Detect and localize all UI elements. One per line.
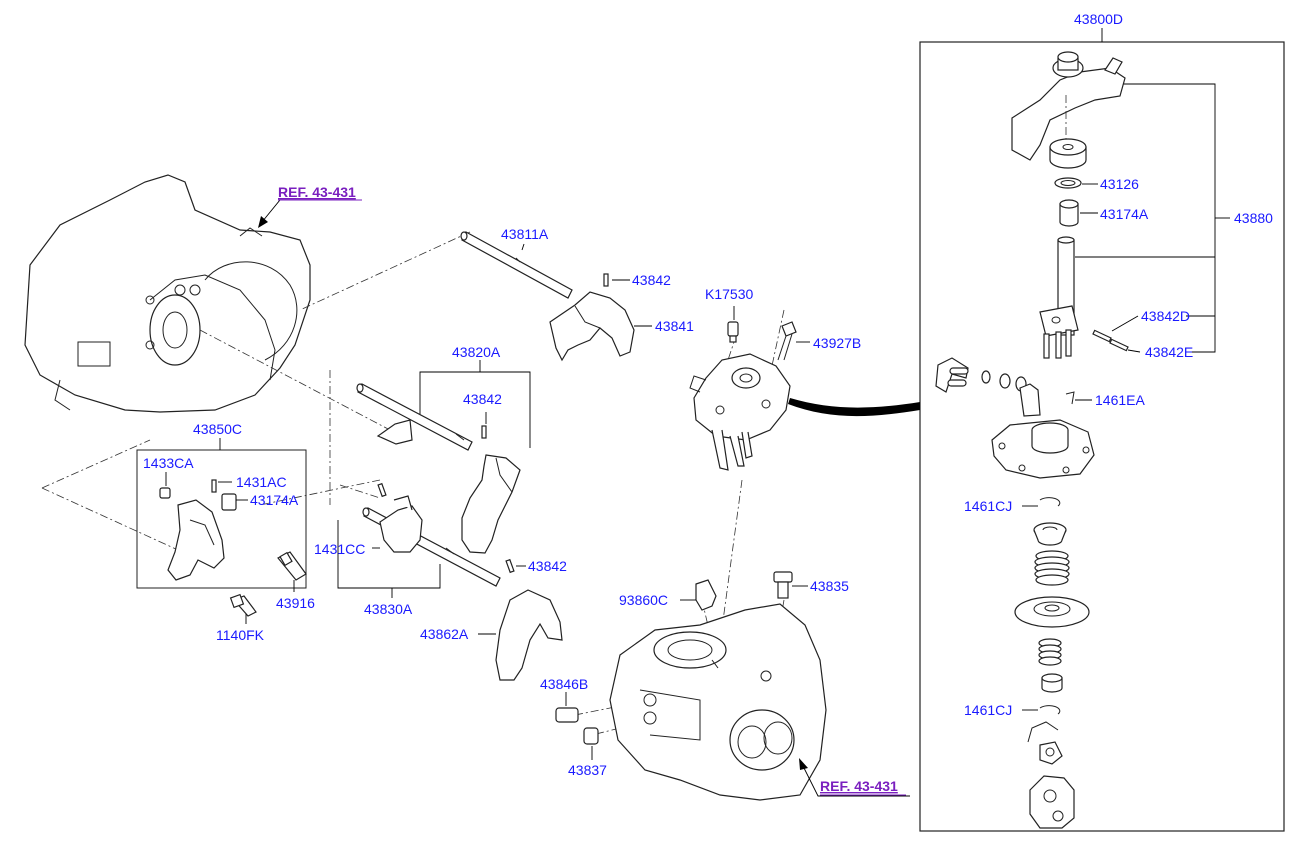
- label-43126: 43126: [1100, 176, 1139, 192]
- shift-lever-assembly: [1011, 51, 1126, 169]
- bushing-43174A-left: [221, 493, 237, 511]
- label-43916: 43916: [276, 595, 315, 611]
- label-43862A: 43862A: [420, 626, 469, 642]
- label-1433CA: 1433CA: [143, 455, 194, 471]
- ref-arrow-top: [258, 199, 355, 228]
- label-43835: 43835: [810, 578, 849, 594]
- shift-rail-43830A: [362, 482, 501, 587]
- plug-43835: [773, 571, 793, 599]
- bushing-1433CA: [159, 487, 171, 499]
- label-43800D: 43800D: [1074, 11, 1123, 27]
- bracket-43880: [1075, 83, 1230, 353]
- label-1431CC: 1431CC: [314, 541, 365, 557]
- bracket-small-left: [935, 357, 969, 393]
- label-43842-b: 43842: [463, 391, 502, 407]
- gear-selector-housing: [689, 353, 791, 471]
- label-43880: 43880: [1234, 210, 1273, 226]
- plug-43846B: [555, 707, 579, 723]
- shift-rail-43820A: [356, 383, 473, 451]
- label-43842D: 43842D: [1141, 308, 1190, 324]
- shift-fork-43862A: [495, 589, 563, 681]
- spring-seat-upper: [1033, 522, 1067, 546]
- bushing-43174A: [1059, 199, 1079, 227]
- connector-cable: [788, 398, 920, 417]
- label-43174A-left: 43174A: [250, 492, 299, 508]
- label-43842-a: 43842: [632, 272, 671, 288]
- spring-seat-lower: [1041, 673, 1063, 693]
- switch-93860C: [695, 579, 717, 611]
- label-1461CJ-lower: 1461CJ: [964, 702, 1012, 718]
- box-43850C: [136, 449, 307, 589]
- label-43850C: 43850C: [193, 421, 242, 437]
- ref-link-bottom[interactable]: REF. 43-431: [820, 778, 898, 794]
- label-43841: 43841: [655, 318, 694, 334]
- label-1431AC: 1431AC: [236, 474, 287, 490]
- clip-1461CJ-lower: [1039, 705, 1061, 715]
- select-lever-43850C: [167, 499, 225, 581]
- shift-rail-43811A: [460, 231, 573, 299]
- label-43842E: 43842E: [1145, 344, 1193, 360]
- label-K17530: K17530: [705, 286, 753, 302]
- bolt-43927B: [777, 321, 797, 361]
- detent-parts: [1027, 721, 1075, 829]
- label-43927B: 43927B: [813, 335, 861, 351]
- sensor-K17530: [727, 321, 739, 343]
- spring-plate: [1014, 596, 1090, 628]
- plug-43837: [583, 727, 599, 745]
- label-1140FK: 1140FK: [216, 627, 265, 643]
- spring-lower: [1038, 638, 1062, 666]
- label-43820A: 43820A: [452, 344, 501, 360]
- label-43837: 43837: [568, 762, 607, 778]
- label-1461EA: 1461EA: [1095, 392, 1145, 408]
- ref-arrow-bottom: [799, 758, 910, 797]
- oil-seal-43126: [1054, 177, 1082, 189]
- transmission-case: [609, 603, 827, 801]
- bolt-43916: [277, 551, 307, 581]
- housing-cover: [991, 383, 1095, 479]
- control-shaft: [1039, 236, 1079, 359]
- label-1461CJ-upper: 1461CJ: [964, 498, 1012, 514]
- label-43842-c: 43842: [528, 558, 567, 574]
- shift-lug-43841: [549, 291, 635, 362]
- clip-1461CJ-upper: [1039, 497, 1061, 507]
- spring-upper: [1034, 550, 1070, 586]
- label-43830A: 43830A: [364, 601, 413, 617]
- label-93860C: 93860C: [619, 592, 668, 608]
- clutch-housing: [24, 174, 311, 413]
- pins-43842D-E: [1092, 315, 1141, 353]
- bolt-1140FK: [229, 593, 257, 617]
- label-43174A-right: 43174A: [1100, 206, 1149, 222]
- label-43846B: 43846B: [540, 676, 588, 692]
- label-43811A: 43811A: [501, 226, 549, 242]
- shift-fork-43820A: [461, 454, 521, 554]
- ref-link-top[interactable]: REF. 43-431: [278, 184, 356, 200]
